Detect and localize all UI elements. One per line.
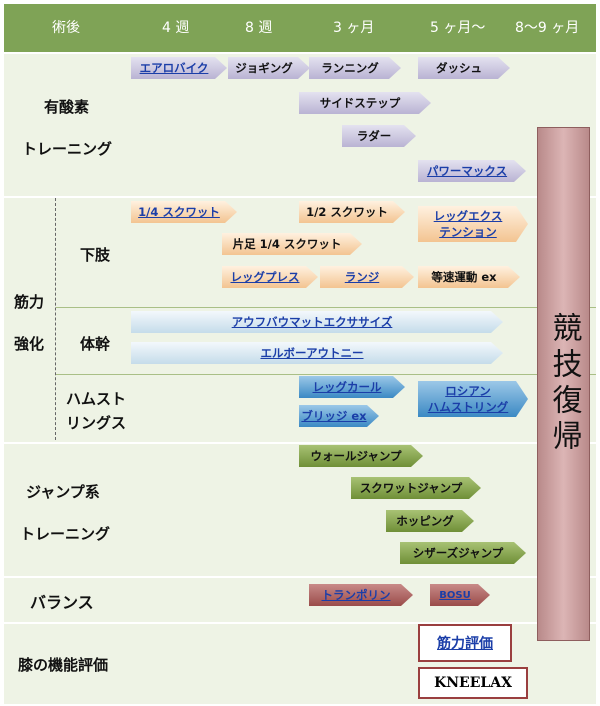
arrow-powermax: パワーマックス (418, 160, 526, 182)
band-balance (4, 576, 596, 622)
divider-trunk (56, 307, 596, 308)
label-trunk: 体幹 (80, 335, 111, 353)
arrow-bridge: ブリッジ ex (299, 405, 379, 427)
header-8-9m: 8～9 ヶ月 (515, 20, 580, 36)
arrow-isokinetic: 等速運動 ex (418, 266, 520, 288)
arrow-lunge: ランジ (320, 266, 414, 288)
arrow-hopping: ホッピング (386, 510, 474, 532)
label-jump-1: ジャンプ系 (26, 483, 100, 501)
arrow-aufbau-mat: アウフバウマットエクササイズ (131, 311, 503, 333)
arrow-leg-extension: レッグエクス テンション (418, 206, 528, 242)
arrow-leg-press: レッグプレス (222, 266, 318, 288)
header-8w: 8 週 (245, 20, 273, 36)
timeline-header (4, 4, 596, 52)
return-to-sport-label: 競技復帰 (546, 312, 582, 456)
arrow-single-leg-squat: 片足 1/4 スクワット (222, 233, 362, 255)
arrow-leg-curl: レッグカール (299, 376, 405, 398)
label-aerobic-2: トレーニング (22, 140, 113, 158)
header-3m: 3 ヶ月 (333, 20, 375, 36)
header-postop: 術後 (52, 20, 80, 36)
muscle-strength-eval-box: 筋力評価 (418, 624, 512, 662)
label-aerobic-1: 有酸素 (44, 98, 90, 116)
arrow-trampoline: トランポリン (309, 584, 413, 606)
arrow-aerobike: エアロバイク (131, 57, 227, 79)
arrow-squat-jump: スクワットジャンプ (351, 477, 481, 499)
arrow-russian-hamstring: ロシアン ハムストリング (418, 381, 528, 417)
label-balance: バランス (30, 593, 94, 612)
label-hamstrings-2: リングス (66, 414, 127, 432)
arrow-half-squat: 1/2 スクワット (299, 201, 405, 223)
arrow-elbow-out-knee: エルボーアウトニー (131, 342, 503, 364)
arrow-side-step: サイドステップ (299, 92, 431, 114)
kneelax-box: KNEELAX (418, 667, 528, 699)
label-hamstrings-1: ハムスト (66, 390, 127, 408)
arrow-jogging: ジョギング (228, 57, 310, 79)
arrow-running: ランニング (309, 57, 401, 79)
label-lower-limb: 下肢 (80, 246, 111, 264)
return-to-sport-pillar: 競技復帰 (537, 127, 590, 641)
divider-hamstring (56, 374, 596, 375)
arrow-scissors-jump: シザーズジャンプ (400, 542, 526, 564)
arrow-quarter-squat: 1/4 スクワット (131, 201, 237, 223)
label-knee-eval: 膝の機能評価 (18, 656, 109, 674)
header-5m: 5 ヶ月～ (430, 20, 486, 36)
arrow-bosu: BOSU (430, 584, 490, 606)
label-strength-1: 筋力 (14, 293, 45, 311)
header-4w: 4 週 (162, 20, 190, 36)
arrow-wall-jump: ウォールジャンプ (299, 445, 423, 467)
label-strength-2: 強化 (14, 335, 45, 353)
strength-dashed-divider (55, 198, 56, 440)
arrow-ladder: ラダー (342, 125, 416, 147)
label-jump-2: トレーニング (20, 525, 111, 543)
arrow-dash: ダッシュ (418, 57, 510, 79)
